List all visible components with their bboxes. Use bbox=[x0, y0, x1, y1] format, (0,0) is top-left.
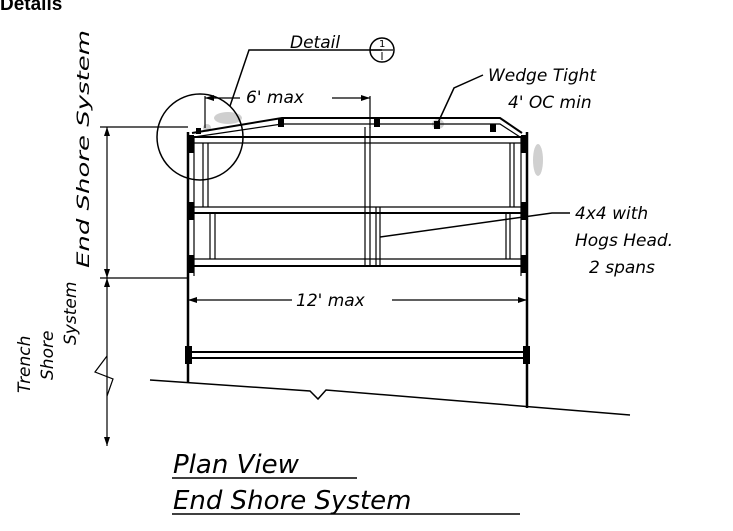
ground-line bbox=[149, 379, 631, 416]
trench-label-line3: System bbox=[61, 282, 81, 345]
detail-section-symbol bbox=[369, 37, 395, 63]
four-by-four-line2: Hogs Head. bbox=[575, 231, 673, 251]
wedge-label-line1: Wedge Tight bbox=[488, 66, 597, 86]
caption-line2: End Shore System bbox=[173, 486, 411, 516]
smudge-marks bbox=[203, 112, 543, 176]
end-shore-frame bbox=[186, 127, 529, 408]
top-waler bbox=[191, 117, 523, 134]
detail-number: 1 bbox=[379, 39, 385, 50]
four-by-four-leader bbox=[379, 212, 570, 238]
wedge-label-line2: 4' OC min bbox=[508, 93, 592, 113]
end-shore-vertical-label: End Shore System bbox=[74, 30, 94, 268]
page-title: Details bbox=[0, 0, 63, 15]
twelve-max-label: 12' max bbox=[296, 291, 366, 311]
trench-label-line2: Shore bbox=[38, 331, 58, 380]
bracket-blocks bbox=[185, 135, 530, 364]
detail-label: Detail bbox=[290, 33, 340, 53]
detail-leader-line bbox=[229, 49, 382, 107]
wedge-leader-line bbox=[435, 74, 484, 128]
six-max-label: 6' max bbox=[246, 88, 305, 108]
trench-label-line1: Trench bbox=[15, 336, 35, 393]
four-by-four-line1: 4x4 with bbox=[575, 204, 648, 224]
caption-line1: Plan View bbox=[173, 450, 300, 480]
four-by-four-line3: 2 spans bbox=[589, 258, 655, 278]
